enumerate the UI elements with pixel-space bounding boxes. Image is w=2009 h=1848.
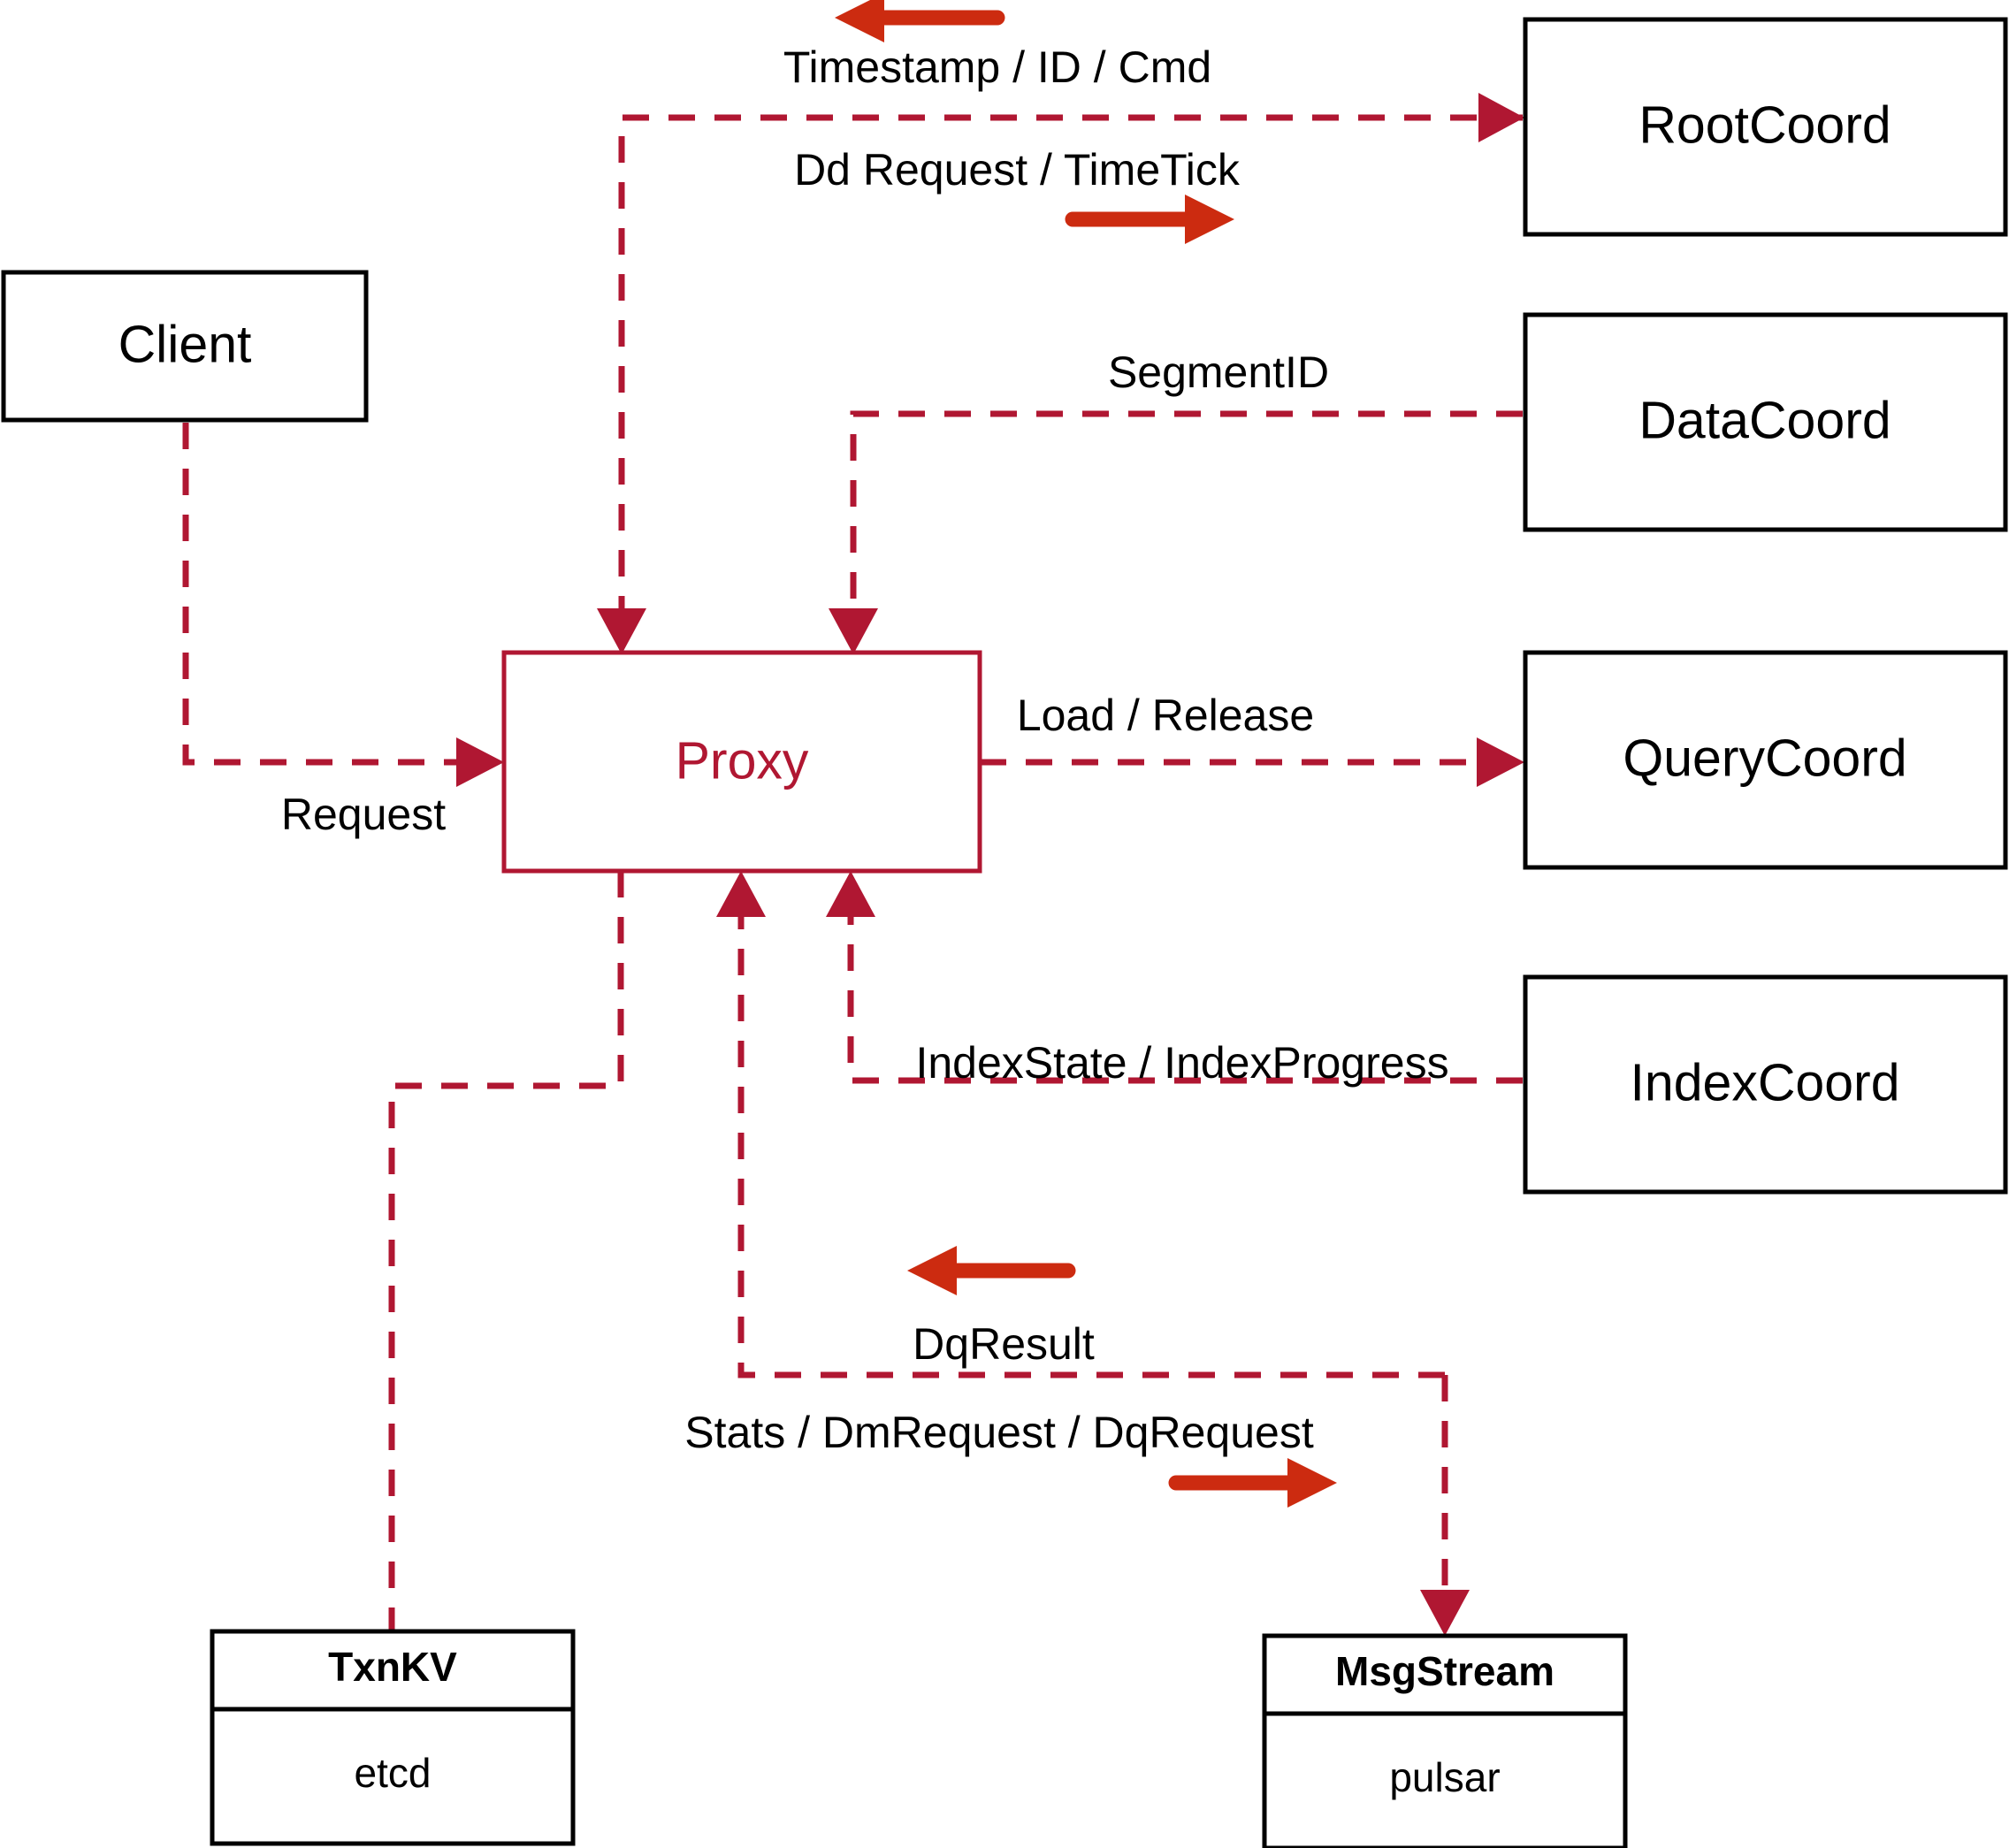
edge-label-stats-dmrequest-dqrequest: Stats / DmRequest / DqRequest [684,1408,1314,1457]
node-querycoord[interactable]: QueryCoord [1523,650,2008,870]
node-rootcoord-box[interactable] [1523,17,2008,237]
direction-arrow-dqresult-left [907,1246,1076,1295]
edge-label-dqresult: DqResult [913,1319,1095,1369]
edge-label-indexstate-indexprogress: IndexState / IndexProgress [915,1038,1448,1088]
edge-proxy-to-querycoord [980,737,1524,787]
node-client[interactable]: Client [1,270,369,423]
edge-label-load-release: Load / Release [1017,691,1314,740]
edge-proxy-to-txnkv-path [388,871,624,1630]
node-proxy[interactable]: Proxy [501,650,982,874]
edge-label-timestamp-id-cmd: Timestamp / ID / Cmd [783,42,1211,92]
node-datacoord-label: DataCoord [1639,392,1891,450]
node-rootcoord-label: RootCoord [1639,96,1891,155]
node-msgstream-title: MsgStream [1335,1648,1554,1694]
edge-proxy-to-rootcoord-arrowhead [1478,93,1524,142]
edge-datacoord-to-proxy [829,410,1523,654]
node-proxy-label: Proxy [676,732,809,790]
direction-arrow-ddrequest-right [1065,195,1234,244]
direction-arrow-timestamp-head [835,0,884,42]
node-indexcoord-box[interactable] [1523,974,2008,1195]
edge-proxy-to-rootcoord-head [1478,93,1524,142]
direction-arrow-dqrequest-head [1287,1458,1337,1508]
node-datacoord-box[interactable] [1523,312,2008,532]
node-client-box[interactable] [1,270,369,423]
edge-datacoord-to-proxy-path [850,410,1523,633]
edge-label-segmentid: SegmentID [1108,347,1329,397]
direction-arrow-dqrequest-right [1168,1458,1337,1508]
edge-datacoord-to-proxy-arrowhead [829,608,878,654]
node-datacoord[interactable]: DataCoord [1523,312,2008,532]
edge-proxy-to-msgstream [1420,1375,1470,1636]
node-msgstream-box[interactable] [1262,1633,1628,1848]
node-proxy-box[interactable] [501,650,982,874]
node-client-label: Client [118,316,252,374]
node-txnkv-box[interactable] [210,1629,576,1846]
edge-label-dd-request-timetick: Dd Request / TimeTick [794,145,1241,195]
edge-proxy-to-msgstream-arrowhead [1420,1590,1470,1636]
edge-proxy-to-querycoord-arrowhead [1477,737,1524,787]
edge-client-to-proxy [182,423,504,787]
direction-arrow-dqresult-head [907,1246,957,1295]
edge-msgstream-to-proxy-arrowhead [716,871,766,917]
node-msgstream-impl: pulsar [1389,1754,1500,1800]
node-txnkv-title: TxnKV [328,1644,457,1690]
edge-rootcoord-to-proxy [597,114,1523,654]
edge-client-to-proxy-arrowhead [456,737,504,787]
direction-arrow-timestamp-left [835,0,1005,42]
node-rootcoord[interactable]: RootCoord [1523,17,2008,237]
edge-rootcoord-to-proxy-path [618,114,1523,633]
edge-label-request: Request [281,790,446,839]
node-indexcoord[interactable]: IndexCoord [1523,974,2008,1195]
edge-msgstream-to-proxy-path [737,893,1445,1378]
edge-rootcoord-to-proxy-arrowhead [597,608,646,654]
node-msgstream[interactable]: MsgStream pulsar [1262,1633,1628,1848]
edge-indexcoord-to-proxy-arrowhead [826,871,875,917]
direction-arrow-ddrequest-head [1185,195,1234,244]
node-querycoord-box[interactable] [1523,650,2008,870]
edge-proxy-to-txnkv [388,871,624,1630]
edge-msgstream-to-proxy [716,871,1445,1378]
edge-client-to-proxy-path [182,423,485,766]
edge-indexcoord-to-proxy-path [847,893,1523,1084]
edge-indexcoord-to-proxy [826,871,1523,1084]
node-txnkv-impl: etcd [355,1750,432,1796]
node-txnkv[interactable]: TxnKV etcd [210,1629,576,1846]
node-indexcoord-label: IndexCoord [1630,1054,1899,1112]
node-querycoord-label: QueryCoord [1623,729,1906,788]
